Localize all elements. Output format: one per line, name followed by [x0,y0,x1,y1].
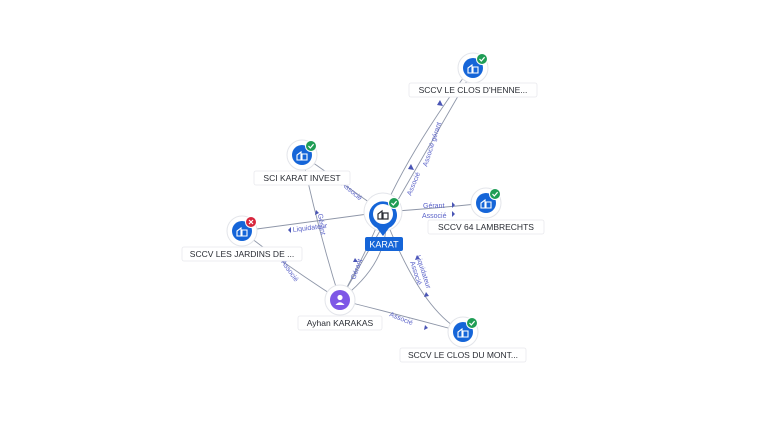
arrow-icon [288,227,291,233]
active-badge [466,317,478,329]
edge-label-associe: Associé [406,171,422,196]
node-sci-karat-invest[interactable]: SCI KARAT INVEST [253,139,351,186]
node-ayhan-karakas[interactable]: Ayhan KARAKAS [297,284,383,331]
node-sccv-64-lambrechts[interactable]: SCCV 64 LAMBRECHTS [427,187,545,235]
node-label-box [365,237,403,251]
edge-label-gerant: Gérant [423,203,444,210]
node-label: SCI KARAT INVEST [263,173,340,183]
cross-icon [248,219,254,225]
edge-label-gerant: Gérant [350,258,364,281]
active-badge [305,140,317,152]
arrow-icon [424,325,428,330]
building-icon [377,209,389,220]
node-label-box [297,315,383,331]
check-icon [479,56,486,62]
arrow-icon [452,202,455,208]
node-karat-center[interactable]: KARAT [363,192,403,251]
person-icon [335,294,345,305]
arrow-icon [424,292,429,297]
node-label: SCCV LE CLOS D'HENNE... [419,85,528,95]
building-icon [467,63,479,74]
active-badge [388,197,400,209]
building-icon [480,198,492,209]
edge-label-associe-gerant: Associé gérant [422,121,443,167]
arrow-icon [315,210,319,215]
active-badge [476,53,488,65]
edge-label-associe: Associé [388,311,413,327]
building-icon [236,226,248,237]
node-label: SCCV LE CLOS DU MONT... [408,350,518,360]
node-sccv-clos-henne[interactable]: SCCV LE CLOS D'HENNE... [408,52,538,98]
node-label-box [181,246,303,262]
node-label: SCCV 64 LAMBRECHTS [438,222,534,232]
arrow-icon [437,100,443,106]
arrow-icon [408,164,414,170]
check-icon [492,191,499,197]
active-badge [489,188,501,200]
arrow-icon [353,258,358,262]
node-label-box [408,82,538,98]
check-icon [391,200,398,206]
check-icon [308,143,315,149]
node-label-box [399,347,527,363]
node-sccv-les-jardins[interactable]: SCCV LES JARDINS DE ... [181,215,303,262]
node-label-box [427,219,545,235]
edges [241,69,487,333]
check-icon [469,320,476,326]
arrow-icon [452,211,455,217]
edge-label-gerant: Gérant [316,213,326,235]
building-icon [296,150,308,161]
node-label: SCCV LES JARDINS DE ... [190,249,294,259]
node-label: KARAT [369,240,399,250]
node-label: Ayhan KARAKAS [307,318,374,328]
edge-label-associe: Associé [422,213,447,220]
arrow-icon [415,255,420,260]
edge-label-liquidateur: Liquidateur [292,223,328,234]
edge-ayhan-jardins[interactable] [241,230,341,301]
node-label-box [253,170,351,186]
node-sccv-clos-du-mont[interactable]: SCCV LE CLOS DU MONT... [399,316,527,363]
building-icon [457,327,469,338]
